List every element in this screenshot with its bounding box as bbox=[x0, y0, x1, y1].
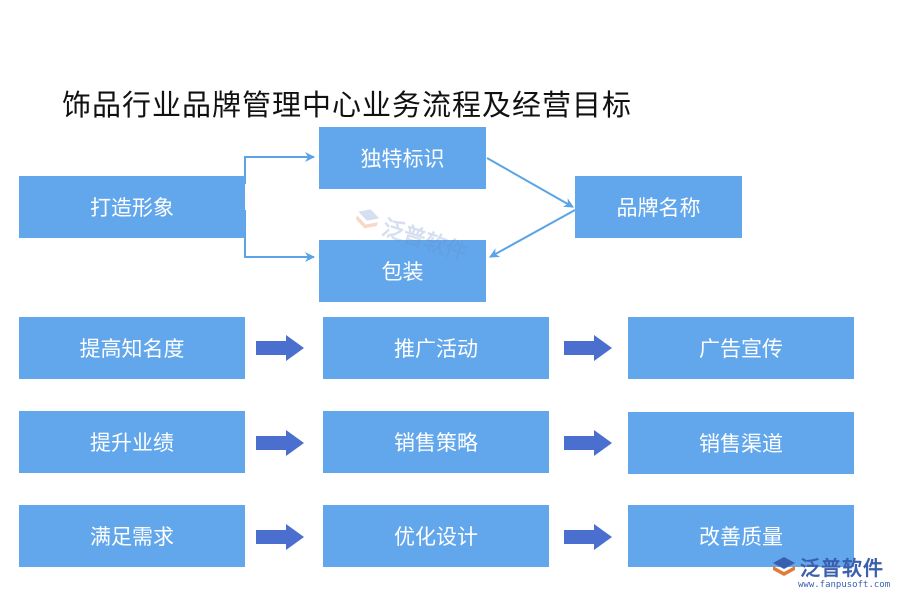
watermark: 泛普软件 bbox=[350, 201, 472, 268]
box-action-sales-strategy: 销售策略 bbox=[323, 411, 549, 473]
block-arrow-icon bbox=[256, 430, 304, 456]
box-goal-demand: 满足需求 bbox=[19, 505, 245, 567]
box-build-image: 打造形象 bbox=[19, 176, 245, 238]
block-arrow-icon bbox=[564, 524, 612, 550]
box-action-promotion: 推广活动 bbox=[323, 317, 549, 379]
box-goal-performance: 提升业绩 bbox=[19, 411, 245, 473]
box-result-quality: 改善质量 bbox=[628, 505, 854, 567]
box-goal-awareness: 提高知名度 bbox=[19, 317, 245, 379]
box-unique-logo: 独特标识 bbox=[319, 127, 486, 189]
arrow-to-packaging bbox=[244, 210, 315, 262]
box-result-advertising: 广告宣传 bbox=[628, 317, 854, 379]
logo-name: 泛普软件 bbox=[800, 556, 884, 580]
block-arrow-icon bbox=[256, 335, 304, 361]
brand-logo: 泛普软件 www.fanpusoft.com bbox=[772, 552, 890, 590]
arrow-to-unique-logo bbox=[244, 152, 315, 184]
arrow-brand-name-to-packaging bbox=[489, 209, 576, 258]
diagram-title: 饰品行业品牌管理中心业务流程及经营目标 bbox=[62, 88, 633, 122]
box-result-sales-channel: 销售渠道 bbox=[628, 412, 854, 474]
logo-icon bbox=[773, 556, 795, 576]
box-action-design: 优化设计 bbox=[323, 505, 549, 567]
arrow-logo-to-brand-name bbox=[486, 157, 574, 208]
box-brand-name: 品牌名称 bbox=[575, 176, 742, 238]
block-arrow-icon bbox=[256, 524, 304, 550]
block-arrow-icon bbox=[564, 335, 612, 361]
watermark-logo-icon bbox=[355, 209, 380, 229]
block-arrow-icon bbox=[564, 430, 612, 456]
box-packaging: 包装 bbox=[319, 240, 486, 302]
logo-url: www.fanpusoft.com bbox=[798, 580, 891, 590]
